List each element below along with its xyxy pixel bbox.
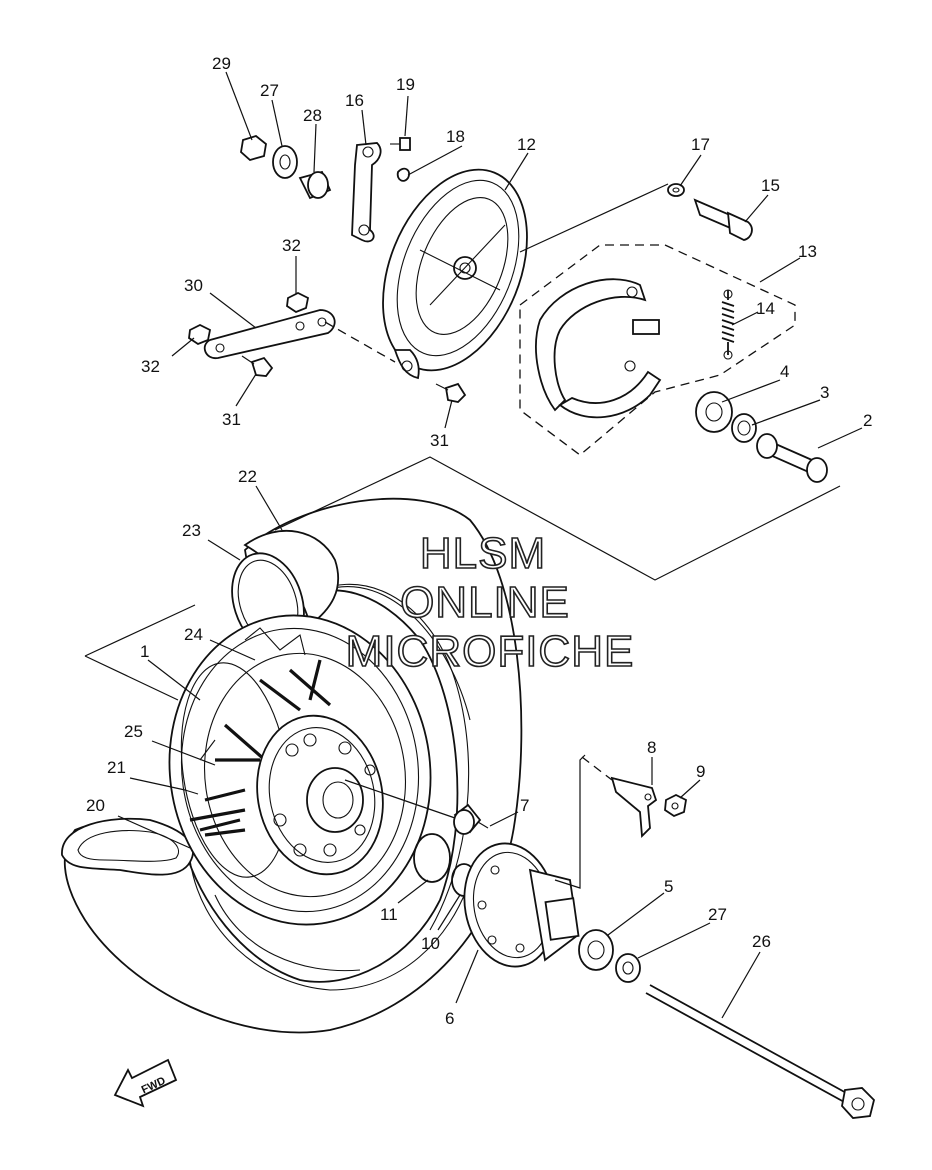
- watermark-line-2: ONLINE: [400, 578, 570, 627]
- spoke-set: [184, 739, 216, 795]
- washer-27-top: [272, 145, 298, 179]
- callout-30: 30: [184, 276, 203, 295]
- rim-band: [244, 627, 306, 656]
- clip-18: [396, 167, 410, 182]
- brake-camshaft: [693, 198, 753, 241]
- camshaft-lever: [351, 142, 382, 243]
- washer-27-bottom: [615, 953, 641, 983]
- oil-seal-3: [731, 413, 757, 443]
- bolt-19: [390, 137, 411, 151]
- callout-1: 1: [140, 642, 149, 661]
- callout-3: 3: [820, 383, 829, 402]
- callout-26: 26: [752, 932, 771, 951]
- bearing-5: [578, 929, 614, 971]
- callout-11: 11: [380, 905, 398, 924]
- spacer-2: [756, 433, 828, 483]
- watermark-line-1: HLSM: [420, 529, 546, 578]
- tension-bar: [203, 309, 336, 359]
- callout-31-right: 31: [430, 431, 449, 450]
- callout-9: 9: [696, 762, 705, 781]
- forward-arrow-icon: FWD: [113, 1058, 178, 1108]
- callout-28: 28: [303, 106, 322, 125]
- callout-25: 25: [124, 722, 143, 741]
- rear-axle: [645, 984, 875, 1119]
- callout-31-left: 31: [222, 410, 241, 429]
- callout-27-top: 27: [260, 81, 279, 100]
- washer-17: [667, 183, 685, 197]
- bolt-31-right: [435, 382, 467, 403]
- callout-5: 5: [664, 877, 673, 896]
- callout-2: 2: [863, 411, 872, 430]
- callout-32-upper: 32: [282, 236, 301, 255]
- callout-16: 16: [345, 91, 364, 110]
- callout-18: 18: [446, 127, 465, 146]
- spokes: [189, 659, 332, 837]
- callout-6: 6: [445, 1009, 454, 1028]
- nut-32-upper: [286, 291, 310, 314]
- callout-23: 23: [182, 521, 201, 540]
- callout-10: 10: [421, 934, 440, 953]
- callout-32-lower: 32: [141, 357, 160, 376]
- callout-21: 21: [107, 758, 126, 777]
- brake-shoe-spring: [721, 289, 735, 360]
- callout-20: 20: [86, 796, 105, 815]
- callout-17: 17: [691, 135, 710, 154]
- assembly-guide-lines: [84, 183, 841, 889]
- nut-9: [664, 793, 687, 818]
- damper-7: [453, 803, 489, 835]
- brake-shoe-kit: [519, 244, 796, 456]
- bearing-4: [695, 391, 733, 433]
- callout-7: 7: [520, 796, 529, 815]
- bolt-31-left: [241, 355, 274, 377]
- nut-32-lower: [188, 323, 212, 346]
- callout-4: 4: [780, 362, 789, 381]
- watermark-line-3: MICROFICHE: [346, 627, 635, 676]
- collar-28: [298, 170, 332, 200]
- watermark: HLSM ONLINE MICROFICHE: [345, 528, 635, 677]
- bracket-8: [610, 776, 658, 839]
- callout-15: 15: [761, 176, 780, 195]
- callout-13: 13: [798, 242, 817, 261]
- callout-leaders: [117, 71, 863, 1019]
- callout-19: 19: [396, 75, 415, 94]
- callout-29: 29: [212, 54, 231, 73]
- callout-27-bottom: 27: [708, 905, 727, 924]
- callout-12: 12: [517, 135, 536, 154]
- callout-8: 8: [647, 738, 656, 757]
- callout-labels: 1 2 3 4 5 6 7 8 9 10 11 12 13 14 15 16 1…: [86, 54, 872, 1028]
- callout-22: 22: [238, 467, 257, 486]
- driven-flange: [463, 842, 580, 968]
- nut-29: [240, 134, 267, 162]
- brake-shoe-plate: [382, 168, 528, 380]
- rear-hub: [256, 714, 384, 876]
- o-ring-11: [413, 833, 451, 883]
- callout-14: 14: [756, 299, 775, 318]
- callout-24: 24: [184, 625, 203, 644]
